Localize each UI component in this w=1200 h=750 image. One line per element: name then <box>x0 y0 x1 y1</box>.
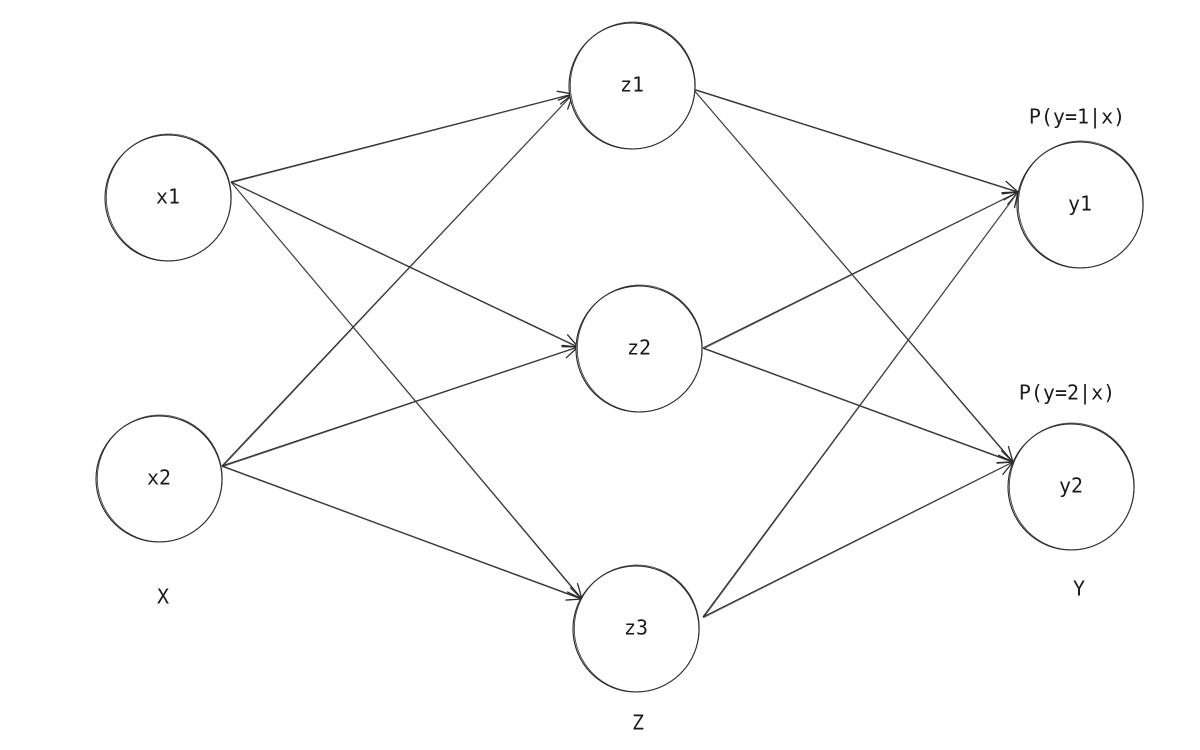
node-label: y2 <box>1059 474 1083 498</box>
edge-line-sketch <box>231 182 578 348</box>
node-label: z1 <box>620 73 644 97</box>
edge-z3-y1 <box>702 190 1019 618</box>
edge-line-sketch <box>222 94 573 468</box>
edge-z1-y1 <box>692 88 1020 195</box>
edge-line <box>221 465 583 600</box>
edge-x2-z1 <box>221 92 575 468</box>
edge-line <box>230 93 574 183</box>
edge-line-sketch <box>703 192 1018 350</box>
edge-x1-z3 <box>230 181 584 601</box>
node-y2: y2 <box>1007 422 1135 551</box>
edge-line-sketch <box>693 89 1018 193</box>
node-circle-sketch <box>576 284 703 413</box>
edge-x2-z3 <box>221 465 584 601</box>
edge-line-sketch <box>222 466 582 600</box>
nodes-layer: x1 x2 z1 z2 z3 y1 y2 <box>95 21 1144 693</box>
output-layer-label: Y <box>1073 577 1085 601</box>
edge-line <box>692 88 1019 193</box>
input-layer-label: X <box>157 585 169 609</box>
edge-z2-y2 <box>702 347 1015 464</box>
edge-line-sketch <box>222 347 578 468</box>
node-label: x2 <box>147 466 171 490</box>
edge-x2-z2 <box>221 344 580 468</box>
node-circle-sketch <box>105 133 232 262</box>
node-label: y1 <box>1068 192 1092 216</box>
node-z2: z2 <box>575 284 703 413</box>
node-circle-sketch <box>96 414 223 543</box>
edge-line <box>702 461 1014 618</box>
edge-line-sketch <box>231 182 582 600</box>
edge-line <box>702 191 1019 349</box>
node-x2: x2 <box>95 414 223 543</box>
node-circle-sketch <box>1017 140 1144 269</box>
edge-z2-y1 <box>702 191 1020 350</box>
y2-probability-label: P(y=2|x) <box>1019 381 1115 405</box>
edge-line-sketch <box>693 89 1013 463</box>
node-circle-sketch <box>1008 422 1135 551</box>
node-label: z2 <box>627 336 651 360</box>
edge-line-sketch <box>703 462 1013 619</box>
node-z3: z3 <box>572 564 700 693</box>
node-y1: y1 <box>1016 140 1144 269</box>
edge-line <box>221 346 579 467</box>
edge-z3-y2 <box>702 461 1015 619</box>
hidden-layer-label: Z <box>632 711 644 735</box>
edge-z1-y2 <box>692 88 1015 464</box>
edge-x1-z1 <box>230 90 575 184</box>
edges-layer <box>221 88 1020 619</box>
node-circle-sketch <box>573 564 700 693</box>
y1-probability-label: P(y=1|x) <box>1029 105 1125 129</box>
edge-x1-z2 <box>230 181 580 348</box>
node-label: z3 <box>624 616 648 640</box>
edge-line <box>230 181 579 348</box>
edge-line <box>702 347 1014 463</box>
edge-line-sketch <box>703 348 1013 463</box>
node-circle-sketch <box>569 21 696 150</box>
edge-line-sketch <box>703 192 1018 618</box>
node-x1: x1 <box>104 133 232 262</box>
node-label: x1 <box>156 185 180 209</box>
edge-line-sketch <box>231 94 573 184</box>
node-z1: z1 <box>568 21 696 150</box>
